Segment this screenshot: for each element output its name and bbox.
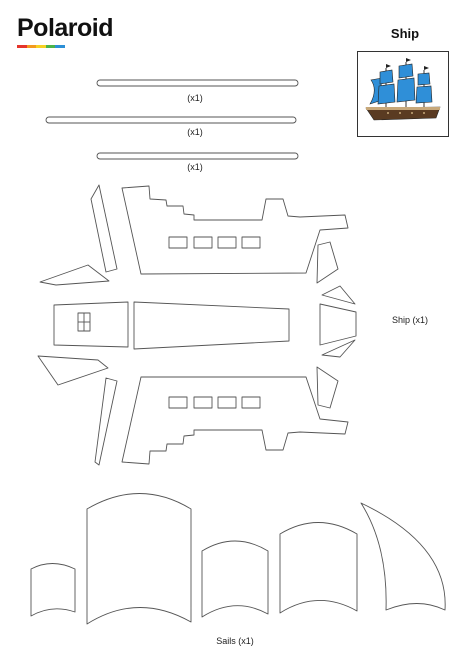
stripe-blue [55,45,65,48]
page-title: Ship [390,26,420,41]
stick-2 [45,116,297,124]
left-fin-upper [90,184,118,273]
polaroid-logo: Polaroid [17,14,114,42]
ship-preview-image [357,51,449,137]
sails-quantity-label: Sails (x1) [216,636,254,646]
stick-2-quantity: (x1) [187,127,203,137]
ship-illustration [365,58,441,121]
ship-quantity-label: Ship (x1) [391,315,428,325]
stick-1 [96,79,299,87]
deck-panel [133,301,290,350]
brand-color-stripe [17,45,65,48]
right-tab-upper [321,285,356,305]
hull-side-bottom [121,376,349,465]
stern-panel [53,301,129,348]
stripe-orange [26,45,37,48]
stick-3 [96,152,299,160]
sail-small [30,563,76,617]
right-tab-lower [321,339,356,358]
stripe-green [45,45,56,48]
left-fin-lower [94,377,118,466]
bow-panel [319,303,357,346]
right-fin-lower [316,366,339,409]
sail-medium-left [201,540,269,618]
stick-3-quantity: (x1) [187,162,203,172]
left-wedge-lower [37,355,109,386]
stripe-red [17,45,27,48]
sail-large [86,493,192,625]
stripe-yellow [36,45,46,48]
hull-side-top [121,185,349,275]
right-fin-upper [316,241,339,284]
sail-jib [360,502,446,611]
sail-medium-right [279,522,358,614]
stick-1-quantity: (x1) [187,93,203,103]
left-wedge-upper [39,264,110,286]
